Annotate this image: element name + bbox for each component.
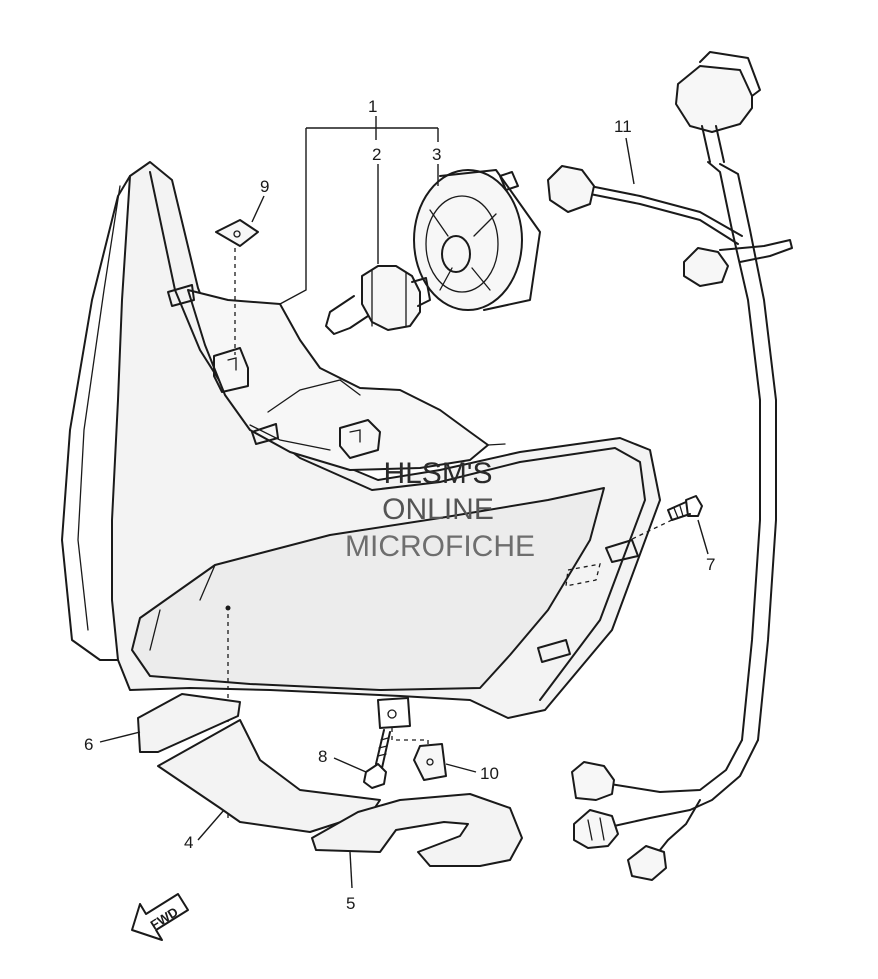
callout-10: 10 <box>480 764 499 783</box>
part-10-clip <box>391 728 447 781</box>
part-8-screw <box>363 729 391 789</box>
callout-3: 3 <box>432 145 441 164</box>
callout-1: 1 <box>368 97 377 116</box>
part-5-plate <box>311 793 523 867</box>
part-2-bulb <box>325 265 431 335</box>
callout-7: 7 <box>706 555 715 574</box>
callout-11: 11 <box>614 117 632 136</box>
callout-9: 9 <box>260 177 269 196</box>
watermark-line-1: HLSM'S <box>383 457 492 490</box>
watermark-line-3: MICROFICHE <box>345 530 535 563</box>
watermark: HLSM'S ONLINE MICROFICHE <box>345 457 535 563</box>
leader-lines <box>99 116 709 889</box>
part-7-screw <box>629 495 703 541</box>
part-9-clip <box>215 219 259 355</box>
part-3-socket-cover <box>413 169 541 311</box>
callout-6: 6 <box>84 735 93 754</box>
callout-2: 2 <box>372 145 381 164</box>
fwd-direction-arrow: FWD <box>131 893 189 941</box>
callout-labels: 1 2 3 4 5 6 7 8 9 10 11 <box>84 97 715 913</box>
callout-5: 5 <box>346 894 355 913</box>
callout-4: 4 <box>184 833 193 852</box>
watermark-line-2: ONLINE <box>382 493 494 526</box>
headlight-housing <box>61 161 661 820</box>
callout-8: 8 <box>318 747 327 766</box>
part-6-pad <box>137 693 241 753</box>
part-11-wire-harness <box>547 51 793 881</box>
